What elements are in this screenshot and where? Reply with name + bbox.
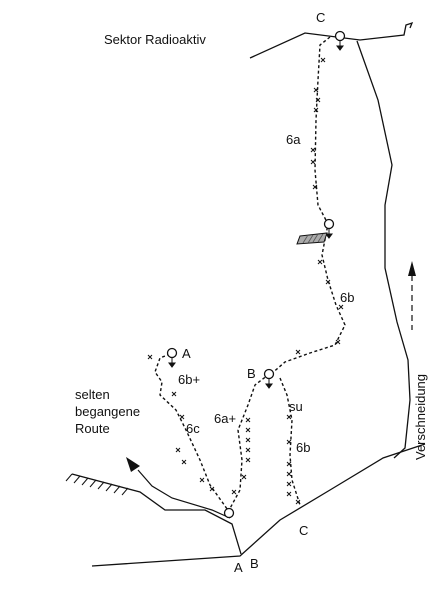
belay-bottom bbox=[223, 507, 235, 519]
rare-route-arrow-head bbox=[126, 457, 140, 472]
ledge-hatching bbox=[65, 473, 129, 496]
route-upper-left bbox=[154, 353, 231, 514]
route-main bbox=[269, 36, 346, 376]
belay-stations bbox=[166, 30, 346, 519]
belay-B bbox=[263, 368, 275, 380]
route-6a-plus bbox=[227, 374, 269, 513]
belay-middle bbox=[323, 218, 335, 230]
grade-6b-plus: 6b+ bbox=[178, 372, 201, 387]
grade-6b-lower: 6b bbox=[296, 440, 311, 455]
top-point-label: C bbox=[316, 10, 326, 25]
grade-6c: 6c bbox=[186, 421, 200, 436]
grade-6b-middle: 6b bbox=[340, 290, 355, 305]
rock-outline bbox=[71, 21, 426, 567]
start-b-label: B bbox=[250, 556, 259, 571]
belay-down-arrows bbox=[168, 41, 344, 389]
sector-title: Sektor Radioaktiv bbox=[104, 32, 206, 47]
grade-su: su bbox=[289, 399, 303, 414]
verschneidung-arrow-head bbox=[408, 261, 416, 276]
grade-6a-plus: 6a+ bbox=[214, 411, 237, 426]
rare-route-arrow bbox=[137, 469, 231, 519]
bolt-markers bbox=[147, 57, 344, 505]
shaded-block-hatch bbox=[302, 233, 324, 244]
route-lines bbox=[154, 36, 346, 514]
rare-route-note: selten begangene Route bbox=[75, 386, 155, 437]
verschneidung-label: Verschneidung bbox=[413, 373, 428, 460]
belay-a-label: A bbox=[182, 346, 191, 361]
belay-top bbox=[334, 30, 346, 42]
rare-route-note-line1: selten bbox=[75, 387, 110, 402]
rare-route-note-line2: begangene bbox=[75, 404, 141, 419]
belay-b-label: B bbox=[247, 366, 256, 381]
belay-A bbox=[166, 347, 178, 359]
route-su-6b bbox=[279, 377, 301, 506]
point-c-bottom: C bbox=[299, 523, 309, 538]
start-a-label: A bbox=[234, 560, 243, 575]
grade-6a-upper: 6a bbox=[286, 132, 301, 147]
rare-route-note-line3: Route bbox=[75, 421, 110, 436]
